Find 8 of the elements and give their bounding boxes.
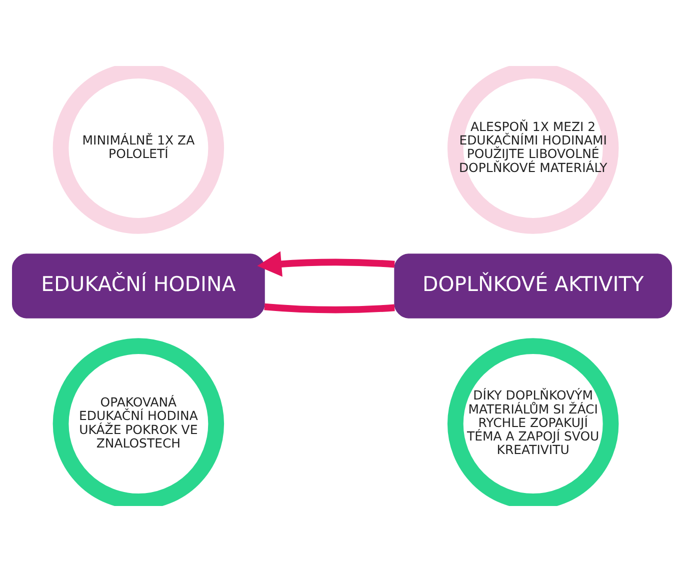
node-circle: OPAKOVANÁ EDUKAČNÍ HODINA UKÁŽE POKROK VE ZNALOSTECH [52, 338, 224, 506]
node-circle: DÍKY DOPLŇKOVÝM MATERIÁLŮM SI ŽÁCI RYCHLE ZOPAKUJÍ TÉMA A ZAPOJÍ SVOU KREATIVITU [447, 338, 619, 506]
node-box: EDUKAČNÍ HODINA [12, 254, 265, 318]
arrow [257, 251, 395, 277]
connector [264, 303, 395, 314]
node-circle: MINIMÁLNĚ 1X ZA POLOLETÍ [52, 66, 224, 234]
node-box: DOPLŇKOVÉ AKTIVITY [394, 254, 672, 318]
node-circle: ALESPOŇ 1X MEZI 2 EDUKAČNÍMI HODINAMI POUŽIJTE LIBOVOLNÉ DOPLŇKOVÉ MATERIÁLY [447, 66, 619, 234]
